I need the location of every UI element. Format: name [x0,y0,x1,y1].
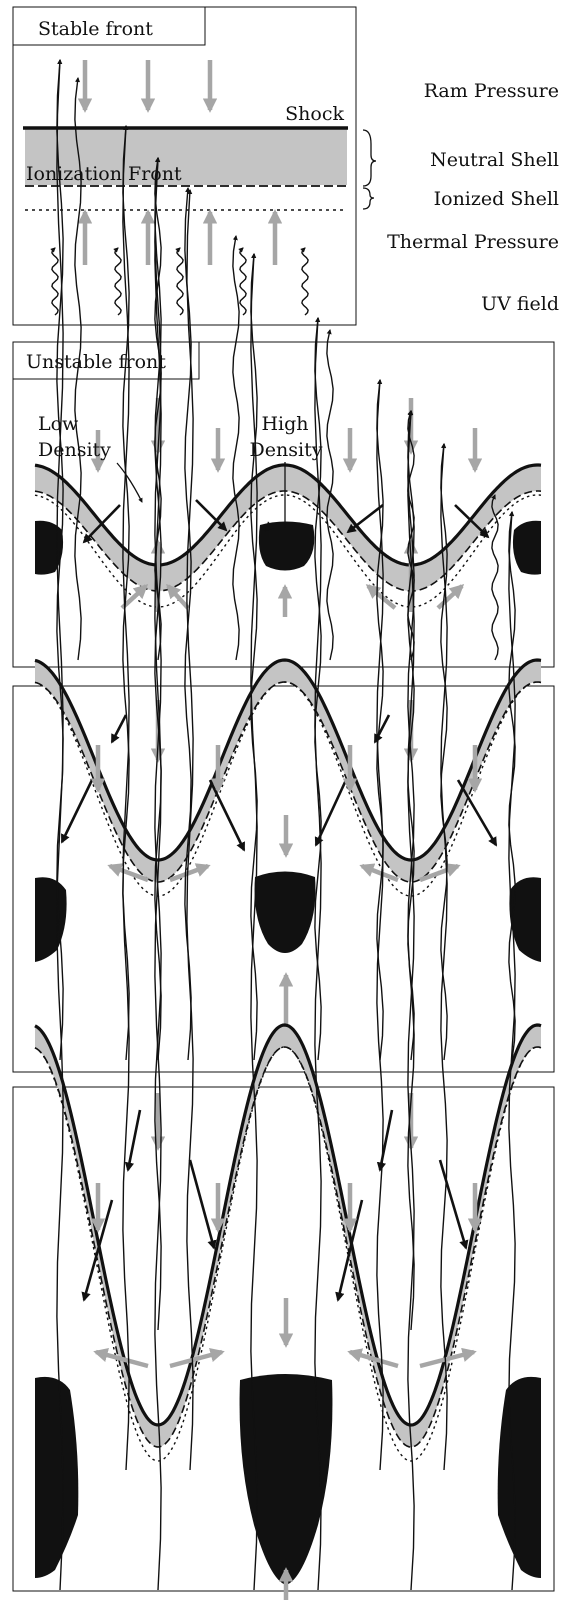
flow-arrow [210,780,244,850]
stable-front-title: Stable front [38,18,153,40]
flow-arrow [112,715,126,742]
pressure-arrow [438,586,462,608]
ionization-front-label: Ionization Front [26,163,182,185]
uv-photon-arrow [52,248,58,315]
dense-clump [513,521,541,575]
legend-ionized-shell: Ionized Shell [434,188,559,210]
dense-clump [498,1377,541,1578]
dense-clump [35,877,67,962]
legend: Ram Pressure Neutral Shell Ionized Shell… [363,80,559,315]
nonlinear-instability-panel [13,60,554,1600]
legend-ram-pressure: Ram Pressure [424,80,559,102]
high-density-label: High [261,413,308,435]
neutral-shell-brace [363,130,376,186]
legend-uv-field: UV field [481,293,559,315]
ram-pressure-arrows [85,60,210,110]
legend-thermal-pressure: Thermal Pressure [387,231,559,253]
low-density-label-2: Density [38,439,111,461]
dense-clump [255,872,316,954]
uv-photon-arrow [233,236,239,660]
low-density-pointer [117,463,142,502]
uv-photon-arrow [177,248,183,315]
unstable-front-title: Unstable front [26,351,166,373]
ionized-shell-brace [363,188,374,209]
uv-photon-arrow [302,248,308,315]
dense-clump [35,1377,78,1578]
high-density-label-2: Density [250,439,323,461]
uv-photon-arrow [240,248,246,315]
shock-label: Shock [285,103,344,125]
pressure-arrow [368,586,395,608]
flow-arrow [266,528,268,530]
pressure-arrow [168,586,188,608]
uv-photon-arrow [115,248,121,315]
stable-front-panel: Stable front Shock Ionization Front [13,7,356,325]
uv-photon-arrow [57,60,63,1590]
flow-arrow [440,1160,466,1248]
flow-arrow [128,1110,140,1170]
shock-front [35,1025,541,1425]
flow-arrow [190,1160,214,1248]
flow-arrow [348,505,383,532]
flow-arrow [62,780,92,842]
legend-neutral-shell: Neutral Shell [430,149,559,171]
uv-photon-arrows [52,248,308,315]
